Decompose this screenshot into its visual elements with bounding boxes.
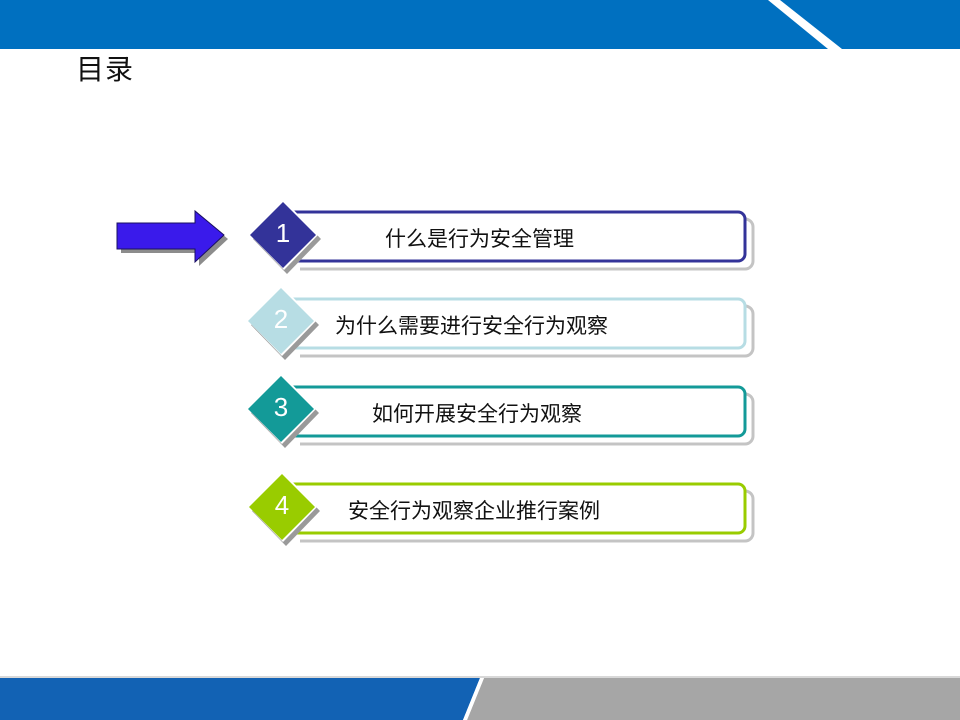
bottom-banner — [0, 676, 960, 720]
toc-item-1[interactable]: 1 什么是行为安全管理 — [240, 196, 760, 276]
banner-diagonal-stripe — [768, 0, 842, 49]
toc-item-2[interactable]: 2 为什么需要进行安全行为观察 — [240, 283, 760, 363]
item-number-badge: 4 — [274, 490, 290, 520]
item-number-badge: 2 — [273, 304, 289, 334]
item-label: 安全行为观察企业推行案例 — [348, 499, 600, 523]
toc-item-3[interactable]: 3 如何开展安全行为观察 — [240, 371, 760, 451]
toc-item-4[interactable]: 4 安全行为观察企业推行案例 — [240, 468, 760, 548]
right-arrow-icon — [116, 209, 228, 266]
item-label: 如何开展安全行为观察 — [372, 402, 582, 426]
item-label: 什么是行为安全管理 — [385, 227, 574, 251]
item-label: 为什么需要进行安全行为观察 — [335, 314, 608, 338]
page-title: 目录 — [76, 53, 135, 86]
item-number-badge: 3 — [273, 392, 289, 422]
item-number-badge: 1 — [275, 218, 291, 248]
